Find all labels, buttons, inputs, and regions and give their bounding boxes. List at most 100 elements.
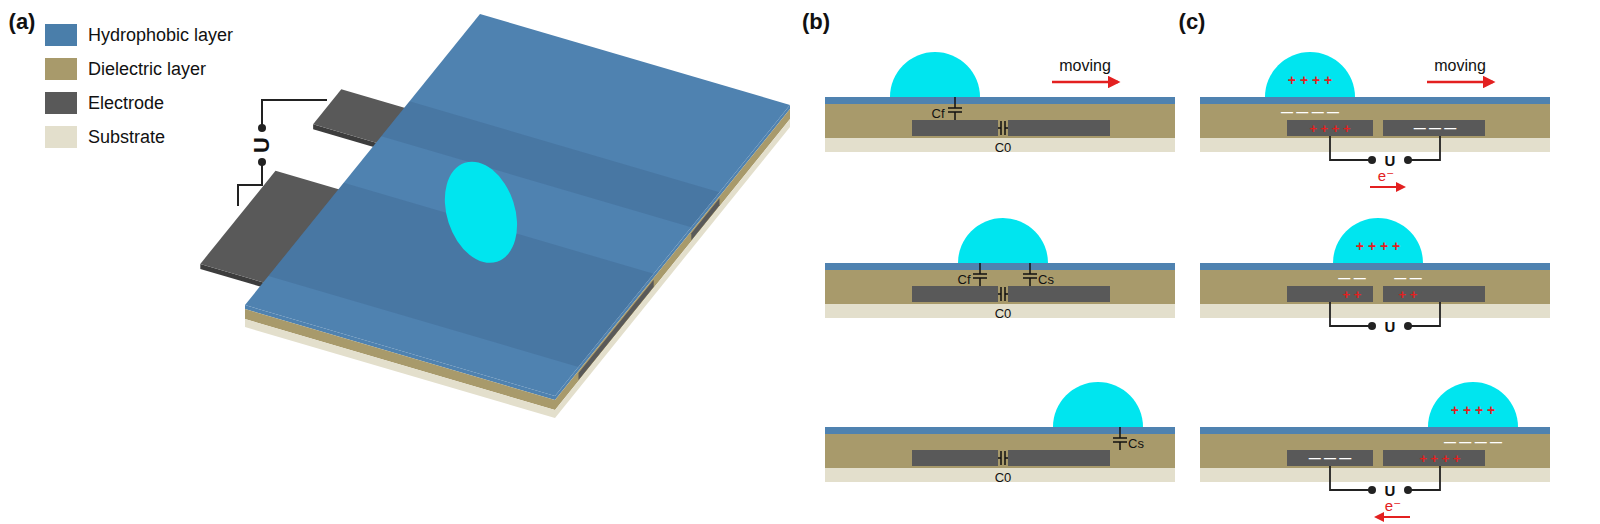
terminal-dot: [258, 158, 266, 166]
dielectric-layer: [825, 434, 1175, 468]
electrode: [1008, 120, 1110, 136]
electrode: [1383, 450, 1485, 466]
droplet: [958, 218, 1048, 263]
charge-label: — — —: [1309, 452, 1352, 464]
droplet: [1053, 382, 1143, 427]
capacitance-label: Cf: [932, 107, 945, 120]
capacitance-label: Cs: [1038, 273, 1054, 286]
electron-label: e⁻: [1385, 498, 1401, 513]
dielectric-layer: [1200, 434, 1550, 468]
hydrophobic-layer: [825, 427, 1175, 434]
voltage-label: U: [1385, 319, 1396, 334]
motion-label: moving: [1059, 58, 1111, 74]
dielectric-layer: [1200, 270, 1550, 304]
charge-label: — — — —: [1444, 436, 1502, 448]
electron-arrow: [1376, 516, 1410, 518]
charge-label: + + + +: [1288, 73, 1332, 87]
wire: [238, 162, 262, 206]
electrode: [1008, 286, 1110, 302]
terminal-dot: [1368, 156, 1376, 164]
wire: [1408, 302, 1440, 326]
electron-arrow: [1370, 186, 1404, 188]
legend-swatch: [45, 92, 77, 114]
substrate: [1200, 138, 1550, 152]
terminal-dot: [1368, 486, 1376, 494]
hydrophobic-layer: [1200, 427, 1550, 434]
hydrophobic-layer: [825, 263, 1175, 270]
wire: [1330, 302, 1372, 326]
legend-text: Dielectric layer: [88, 59, 206, 80]
droplet: [1428, 382, 1518, 427]
droplet: [1333, 218, 1423, 263]
legend-swatch: [45, 58, 77, 80]
droplet: [890, 52, 980, 97]
dielectric-layer: [825, 270, 1175, 304]
charge-label: + + + +: [1451, 403, 1495, 417]
motion-arrow: [1427, 81, 1493, 84]
dielectric-layer: [825, 104, 1175, 138]
legend-text: Substrate: [88, 127, 165, 148]
charge-label: + + + +: [1356, 239, 1400, 253]
electrode: [1287, 120, 1373, 136]
capacitance-label: C0: [995, 471, 1012, 484]
terminal-dot: [1368, 322, 1376, 330]
electrode: [1383, 286, 1485, 302]
legend-row: Substrate: [45, 126, 165, 148]
droplet: [433, 152, 530, 272]
capacitance-label: C0: [995, 141, 1012, 154]
capacitance-label: Cs: [1128, 437, 1144, 450]
charge-label: + + + +: [1419, 452, 1460, 465]
legend-swatch: [45, 126, 77, 148]
substrate: [1200, 468, 1550, 482]
legend-row: Dielectric layer: [45, 58, 206, 80]
wire: [1330, 136, 1372, 160]
electrode: [912, 286, 998, 302]
charge-label: — — —: [1414, 122, 1457, 134]
electrode-shadow: [381, 101, 719, 227]
terminal-dot: [258, 124, 266, 132]
wire: [262, 100, 327, 128]
legend-row: Electrode: [45, 92, 164, 114]
wire: [1330, 466, 1372, 490]
capacitance-label: C0: [995, 307, 1012, 320]
capacitor-symbol: [998, 121, 1008, 135]
panel-label: (b): [802, 11, 830, 33]
electrode: [1287, 450, 1373, 466]
panel-label: (a): [9, 11, 36, 33]
voltage-label: U: [251, 137, 273, 153]
charge-label: + + + +: [1309, 122, 1350, 135]
electrode: [912, 120, 998, 136]
charge-label: — —: [1394, 272, 1421, 284]
charge-label: — — — —: [1281, 106, 1339, 118]
legend-text: Electrode: [88, 93, 164, 114]
electrode: [1383, 120, 1485, 136]
dielectric-layer: [1200, 104, 1550, 138]
substrate: [1200, 304, 1550, 318]
hydrophobic-top: [245, 14, 790, 396]
terminal-dot: [1404, 156, 1412, 164]
electrode: [912, 450, 998, 466]
hydrophobic-layer: [1200, 263, 1550, 270]
legend-swatch: [45, 24, 77, 46]
electrode: [1287, 286, 1373, 302]
legend-text: Hydrophobic layer: [88, 25, 233, 46]
droplet: [1265, 52, 1355, 97]
motion-label: moving: [1434, 58, 1486, 74]
panel-label: (c): [1179, 11, 1206, 33]
electron-label: e⁻: [1378, 168, 1394, 183]
capacitor-symbol: [998, 287, 1008, 301]
terminal-dot: [1404, 486, 1412, 494]
charge-label: — —: [1338, 272, 1365, 284]
capacitor-symbol: [973, 263, 987, 286]
wire: [1408, 466, 1440, 490]
motion-arrow: [1052, 81, 1118, 84]
capacitor-symbol: [1113, 427, 1127, 450]
hydrophobic-layer: [825, 97, 1175, 104]
capacitor-symbol: [948, 97, 962, 120]
voltage-label: U: [1385, 153, 1396, 168]
legend-row: Hydrophobic layer: [45, 24, 233, 46]
electrode: [1008, 450, 1110, 466]
charge-label: + +: [1399, 288, 1418, 301]
